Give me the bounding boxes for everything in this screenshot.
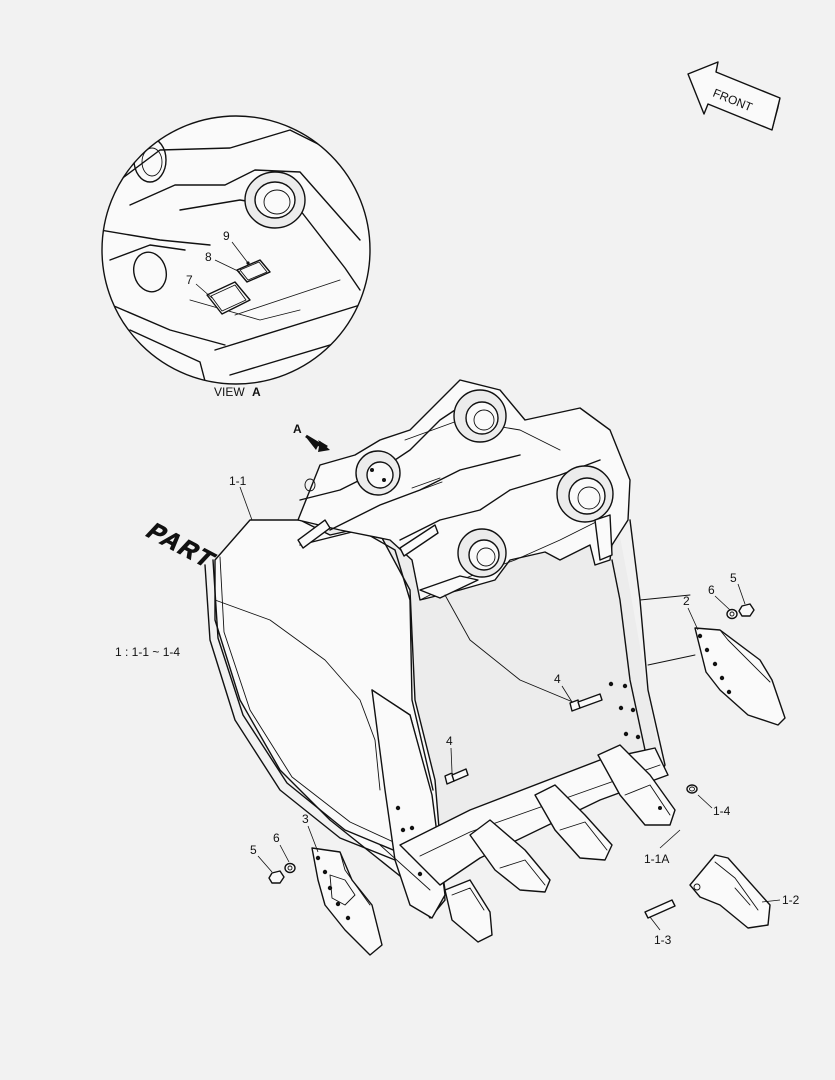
callout-2: 2 [683, 594, 690, 608]
view-a-detail: 7 8 9 VIEW A [101, 115, 371, 399]
callout-1-4: 1-4 [713, 804, 731, 818]
callouts: 1-1 1 : 1-1 ~ 1-4 2 6 5 4 4 1-4 1-1A 1-2… [115, 474, 800, 947]
view-caption: VIEW A [214, 385, 261, 399]
callout-6-right: 6 [708, 583, 715, 597]
callout-4-right: 4 [554, 672, 561, 686]
teeth-row [444, 744, 698, 943]
plate-7 [206, 281, 251, 315]
nut-5-left [268, 870, 285, 884]
bolt-4-left [444, 768, 469, 785]
callout-1-3: 1-3 [654, 933, 672, 947]
callout-1-1a: 1-1A [644, 852, 669, 866]
tooth-3 [534, 784, 613, 861]
plate-8 [236, 259, 271, 283]
front-arrow: FRONT [687, 61, 781, 131]
callout-6-left: 6 [273, 831, 280, 845]
callout-1-1: 1-1 [229, 474, 247, 488]
washer-6-right [726, 608, 738, 620]
view-caption-letter: A [252, 385, 261, 399]
tooth-1 [444, 879, 493, 943]
side-cutter-3 [311, 847, 383, 956]
tooth-1-2 [689, 854, 771, 929]
washer-6-left [284, 862, 296, 874]
callout-9: 9 [223, 229, 230, 243]
callout-assembly: 1 : 1-1 ~ 1-4 [115, 645, 180, 659]
callout-5-left: 5 [250, 843, 257, 857]
bucket-body: PART [140, 379, 696, 919]
callout-7: 7 [186, 273, 193, 287]
view-a-arrow: A [293, 422, 330, 452]
callout-4-left: 4 [446, 734, 453, 748]
tooth-4 [597, 744, 676, 826]
side-cutter-2 [694, 627, 786, 726]
pin-1-4 [686, 784, 698, 794]
arrow-a-label: A [293, 422, 302, 436]
tooth-2 [469, 819, 551, 893]
nut-5-right [738, 603, 755, 617]
callout-5-right: 5 [730, 571, 737, 585]
bolt-4-right [569, 693, 603, 712]
callout-3: 3 [302, 812, 309, 826]
bucket-logo: PART [140, 519, 222, 573]
callout-1-2: 1-2 [782, 893, 800, 907]
view-caption-word: VIEW [214, 385, 245, 399]
pin-1-3 [644, 899, 676, 919]
callout-8: 8 [205, 250, 212, 264]
